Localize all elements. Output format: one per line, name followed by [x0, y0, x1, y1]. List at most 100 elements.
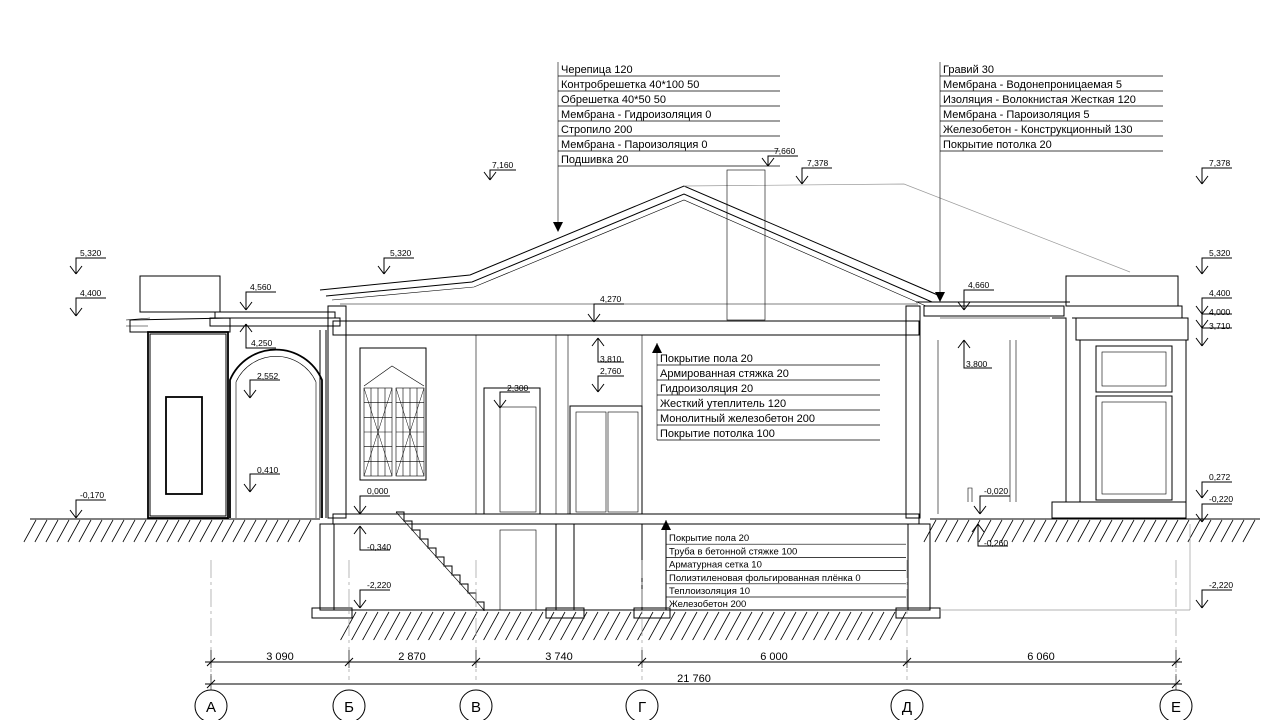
axis-marker-v: В — [459, 689, 493, 723]
svg-text:5,320: 5,320 — [80, 248, 102, 258]
roof-pitched-row-3: Обрешетка 40*50 50 — [561, 94, 666, 106]
svg-text:7,160: 7,160 — [492, 160, 514, 170]
svg-text:3,710: 3,710 — [1209, 321, 1231, 331]
svg-text:4,400: 4,400 — [1209, 288, 1231, 298]
elev-4400a: 4,400 — [69, 288, 106, 317]
ground — [23, 518, 1260, 641]
svg-text:А: А — [206, 699, 216, 716]
floor-row-4: Полиэтиленовая фольгированная плёнка 0 — [669, 573, 861, 584]
elevation-marks: 7,160 7,660 7,378 7,378 5,320 5,320 5,32… — [69, 146, 1233, 609]
elev-7378a: 7,378 — [795, 158, 832, 185]
slab-row-2: Армированная стяжка 20 — [660, 368, 789, 380]
slab-row-1: Покрытие пола 20 — [660, 353, 753, 365]
svg-text:7,660: 7,660 — [774, 146, 796, 156]
elev-0272: 0,272 — [1195, 472, 1232, 499]
svg-text:Б: Б — [344, 699, 354, 716]
dim-3: 3 740 — [545, 651, 573, 663]
elev-5320c: 5,320 — [1195, 248, 1232, 275]
elev-m0260: -0,260 — [971, 523, 1008, 548]
elev-m2220b: -2,220 — [1195, 580, 1233, 609]
floor-note: Покрытие пола 20 Труба в бетонной стяжке … — [661, 520, 906, 611]
svg-text:2,300: 2,300 — [507, 383, 529, 393]
svg-text:7,378: 7,378 — [807, 158, 829, 168]
svg-text:0,272: 0,272 — [1209, 472, 1231, 482]
svg-text:-0,020: -0,020 — [984, 486, 1008, 496]
svg-text:В: В — [471, 699, 481, 716]
slab-note: Покрытие пола 20 Армированная стяжка 20 Ги… — [652, 343, 880, 441]
svg-text:4,660: 4,660 — [968, 280, 990, 290]
elev-m0220: -0,220 — [1195, 494, 1233, 523]
roof-flat-row-5: Железобетон - Конструкционный 130 — [943, 124, 1133, 136]
left-portico — [125, 275, 341, 519]
roof-pitched-row-1: Черепица 120 — [561, 64, 633, 76]
elev-4400b: 4,400 — [1195, 288, 1232, 315]
roof-flat-row-4: Мембрана - Пароизоляция 5 — [943, 109, 1090, 121]
elev-4660: 4,660 — [957, 280, 994, 311]
elev-4560: 4,560 — [239, 282, 276, 311]
elev-4270: 4,270 — [587, 294, 624, 323]
svg-text:-0,170: -0,170 — [80, 490, 104, 500]
slab-row-3: Гидроизоляция 20 — [660, 383, 753, 395]
svg-text:4,250: 4,250 — [251, 338, 273, 348]
svg-text:2,552: 2,552 — [257, 371, 279, 381]
floor-row-3: Арматурная сетка 10 — [669, 560, 762, 571]
roof-flat-row-6: Покрытие потолка 20 — [943, 139, 1052, 151]
elev-2552: 2,552 — [243, 371, 280, 399]
dim-4: 6 000 — [760, 651, 788, 663]
roof-pitched-row-5: Стропило 200 — [561, 124, 632, 136]
axis-marker-g: Г — [625, 689, 659, 723]
svg-text:-2,220: -2,220 — [1209, 580, 1233, 590]
elev-5320a: 5,320 — [69, 248, 106, 275]
svg-text:3,810: 3,810 — [600, 354, 622, 364]
svg-text:-0,220: -0,220 — [1209, 494, 1233, 504]
elev-2760: 2,760 — [591, 366, 624, 393]
floor-row-5: Теплоизоляция 10 — [669, 586, 750, 597]
roof-flat-row-2: Мембрана - Водонепроницаемая 5 — [943, 79, 1122, 91]
floor-row-2: Труба в бетонной стяжке 100 — [669, 546, 797, 557]
svg-text:7,378: 7,378 — [1209, 158, 1231, 168]
svg-text:2,760: 2,760 — [600, 366, 622, 376]
svg-text:-0,260: -0,260 — [984, 538, 1008, 548]
svg-text:Д: Д — [902, 699, 912, 716]
floor-row-1: Покрытие пола 20 — [669, 533, 749, 544]
svg-text:4,000: 4,000 — [1209, 307, 1231, 317]
roof-flat-row-3: Изоляция - Волокнистая Жесткая 120 — [943, 94, 1136, 106]
dim-2: 2 870 — [398, 651, 426, 663]
roof-pitched-row-6: Мембрана - Пароизоляция 0 — [561, 139, 708, 151]
elev-2300: 2,300 — [493, 383, 530, 409]
svg-text:-0,340: -0,340 — [367, 542, 391, 552]
svg-text:3,800: 3,800 — [966, 359, 988, 369]
elev-3810: 3,810 — [591, 337, 624, 364]
dim-5: 6 060 — [1027, 651, 1055, 663]
elev-m0340: -0,340 — [353, 525, 391, 552]
slab-row-6: Покрытие потолка 100 — [660, 428, 775, 440]
elev-4000: 4,000 — [1195, 307, 1232, 329]
axis-marker-a: А — [194, 689, 228, 723]
svg-text:Г: Г — [638, 699, 646, 716]
elev-0000: 0,000 — [353, 486, 390, 515]
elev-m0020: -0,020 — [973, 486, 1010, 515]
svg-text:4,560: 4,560 — [250, 282, 272, 292]
svg-text:-2,220: -2,220 — [367, 580, 391, 590]
axis-marker-b: Б — [332, 689, 366, 723]
roof-pitched-row-4: Мембрана - Гидроизоляция 0 — [561, 109, 711, 121]
svg-text:0,000: 0,000 — [367, 486, 389, 496]
axis-marker-d: Д — [890, 689, 924, 723]
elev-m0170: -0,170 — [69, 490, 106, 519]
svg-text:4,270: 4,270 — [600, 294, 622, 304]
dim-total: 21 760 — [677, 673, 711, 685]
elev-3710: 3,710 — [1195, 321, 1232, 347]
elev-m2220a: -2,220 — [353, 580, 391, 609]
roof-flat-note: Гравий 30 Мембрана - Водонепроницаемая 5 И… — [935, 62, 1163, 302]
axis-markers: А Б В Г Д Е — [194, 689, 1193, 723]
svg-text:5,320: 5,320 — [1209, 248, 1231, 258]
svg-text:Е: Е — [1171, 699, 1181, 716]
elev-0410: 0,410 — [243, 465, 280, 493]
dimension-chain: 3 090 2 870 3 740 6 000 6 060 21 760 — [205, 650, 1182, 690]
elev-7160: 7,160 — [483, 160, 516, 181]
roof-flat-row-1: Гравий 30 — [943, 64, 994, 76]
roof-pitched-row-7: Подшивка 20 — [561, 154, 628, 166]
